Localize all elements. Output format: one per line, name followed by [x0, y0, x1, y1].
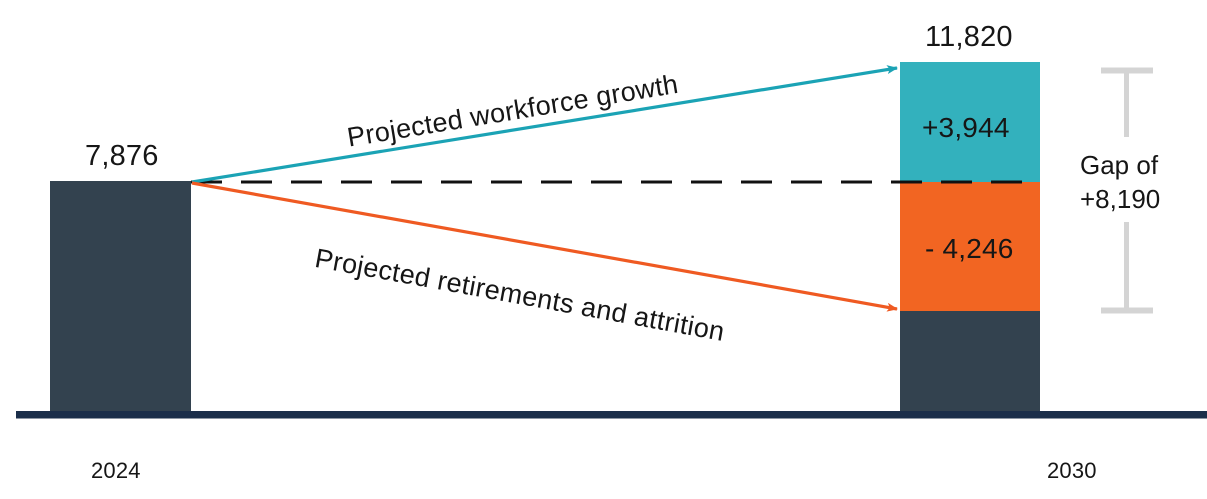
growth-arrow [191, 65, 898, 184]
gap-annotation-line2: +8,190 [1080, 184, 1161, 215]
growth-segment-value-label: +3,944 [922, 112, 1010, 143]
attrition-arrow [191, 181, 898, 312]
axis-baseline [16, 411, 1207, 419]
axis-tick-label-2030: 2030 [1047, 458, 1097, 483]
bar-2030-growth-segment [900, 62, 1040, 182]
bar-2030-attrition-segment [900, 182, 1040, 311]
gap-annotation-line1: Gap of [1080, 150, 1159, 180]
bar-2030-value-label: 11,820 [925, 21, 1013, 53]
bar-2024-base [50, 181, 191, 412]
gap-bracket [1101, 67, 1153, 314]
bar-2030-base [900, 311, 1040, 412]
axis-tick-label-2024: 2024 [91, 458, 141, 483]
gap-annotation: Gap of +8,190 [1080, 148, 1160, 217]
attrition-segment-value-label: - 4,246 [925, 233, 1014, 264]
bar-2024-value-label: 7,876 [85, 140, 159, 172]
